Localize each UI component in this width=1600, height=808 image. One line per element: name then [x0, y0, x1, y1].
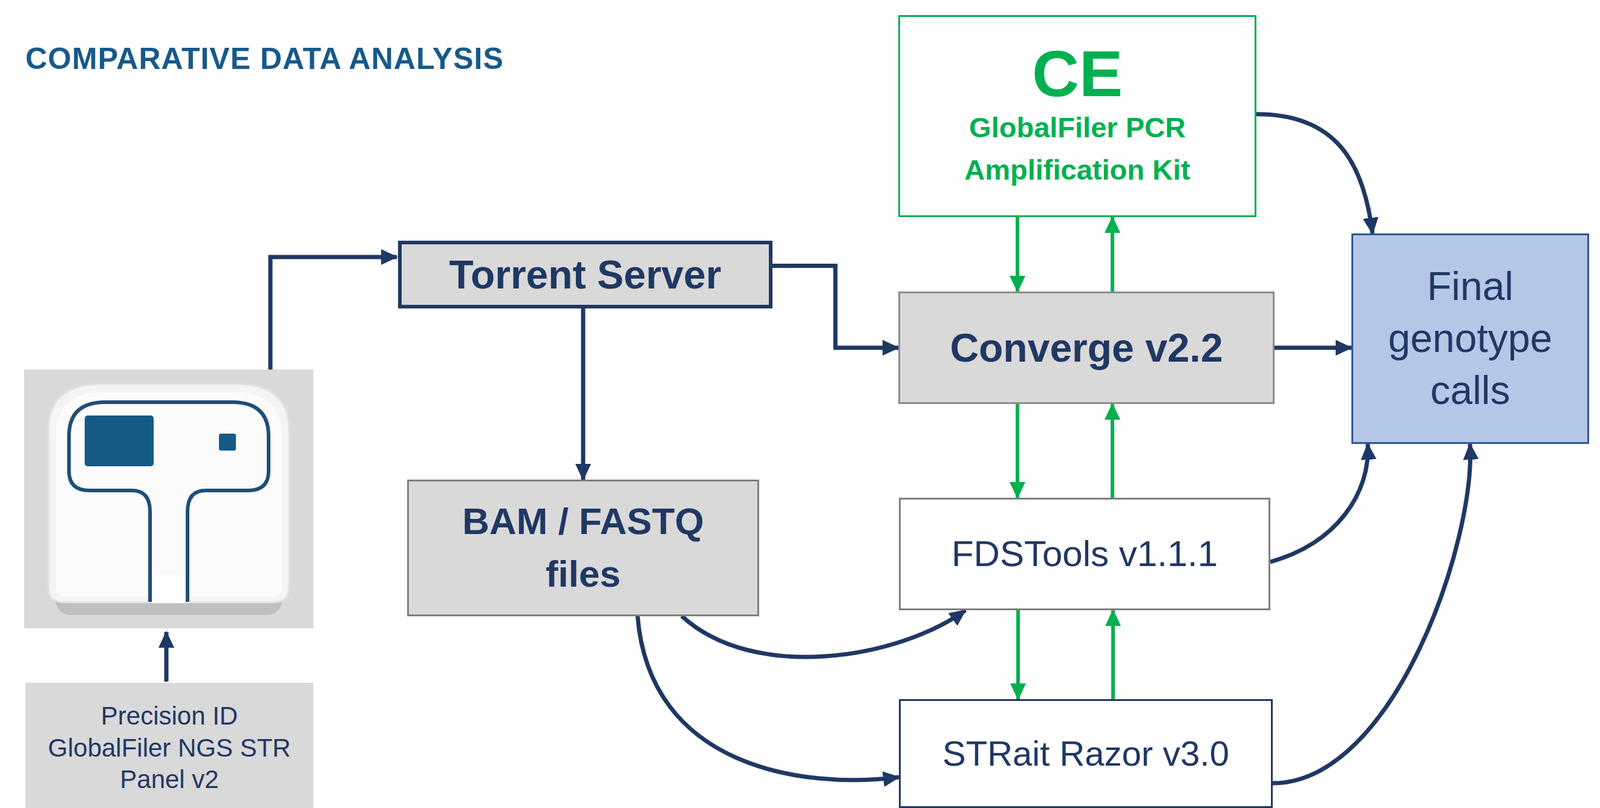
flow-arrow: [1256, 114, 1373, 234]
exchange-arrow: [1015, 404, 1020, 498]
box-label: GlobalFiler PCR Amplification Kit: [912, 106, 1243, 192]
process-box: Converge v2.2: [898, 291, 1275, 405]
box-label: FDSTools v1.1.1: [951, 534, 1218, 575]
flow-arrow: [772, 265, 899, 348]
box-label: Converge v2.2: [949, 326, 1223, 371]
box-label: BAM / FASTQ files: [421, 495, 746, 601]
box-label: Final genotype calls: [1362, 260, 1578, 417]
box-heading: CE: [1031, 41, 1123, 107]
box-label: STRait Razor v3.0: [942, 734, 1230, 774]
tool-box: STRait Razor v3.0: [898, 699, 1273, 808]
flow-arrow: [681, 610, 966, 657]
exchange-arrow: [1110, 404, 1115, 498]
exchange-arrow: [1111, 610, 1115, 700]
box-label: Torrent Server: [449, 252, 722, 298]
flow-arrow: [1274, 346, 1352, 351]
process-box: Torrent Server: [398, 240, 773, 309]
result-box: Final genotype calls: [1351, 233, 1590, 445]
file-box: BAM / FASTQ files: [407, 479, 760, 617]
exchange-arrow: [1110, 217, 1115, 292]
panel-to-device-arrow: [164, 632, 169, 682]
flow-arrow: [637, 616, 899, 781]
flow-arrow: [1270, 444, 1368, 562]
exchange-arrow: [1015, 217, 1020, 292]
box-label: Precision ID GlobalFiler NGS STR Panel v…: [41, 700, 298, 797]
ce-box: CEGlobalFiler PCR Amplification Kit: [898, 15, 1257, 218]
device-to-server-arrow: [270, 257, 397, 370]
flow-arrow: [1272, 444, 1471, 784]
sequencer-instrument: [24, 369, 314, 629]
flow-arrow: [581, 308, 586, 480]
diagram-title: COMPARATIVE DATA ANALYSIS: [25, 41, 504, 77]
input-panel-box: Precision ID GlobalFiler NGS STR Panel v…: [25, 682, 314, 808]
exchange-arrow: [1016, 610, 1020, 700]
tool-box: FDSTools v1.1.1: [898, 497, 1271, 611]
